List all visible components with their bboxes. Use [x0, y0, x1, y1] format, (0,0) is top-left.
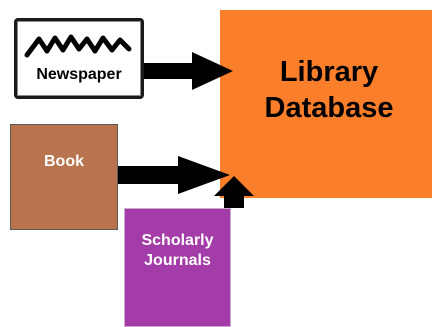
book-label: Book	[44, 153, 84, 170]
journals-label-line2: Journals	[144, 252, 211, 269]
book-node: Book	[10, 124, 118, 230]
scribble-headline-icon	[24, 34, 132, 58]
library-label-line2: Database	[264, 92, 394, 124]
library-database-label: Library Database	[254, 54, 404, 126]
scholarly-journals-label: Scholarly Journals	[129, 231, 226, 271]
arrow-book-to-library	[118, 156, 230, 194]
journals-label-line1: Scholarly	[141, 232, 214, 249]
newspaper-label: Newspaper	[36, 66, 122, 83]
library-label-line1: Library	[279, 56, 379, 88]
scholarly-journals-node: Scholarly Journals	[124, 208, 231, 327]
library-database-node: Library Database	[220, 10, 432, 198]
newspaper-node: Newspaper	[14, 18, 144, 99]
